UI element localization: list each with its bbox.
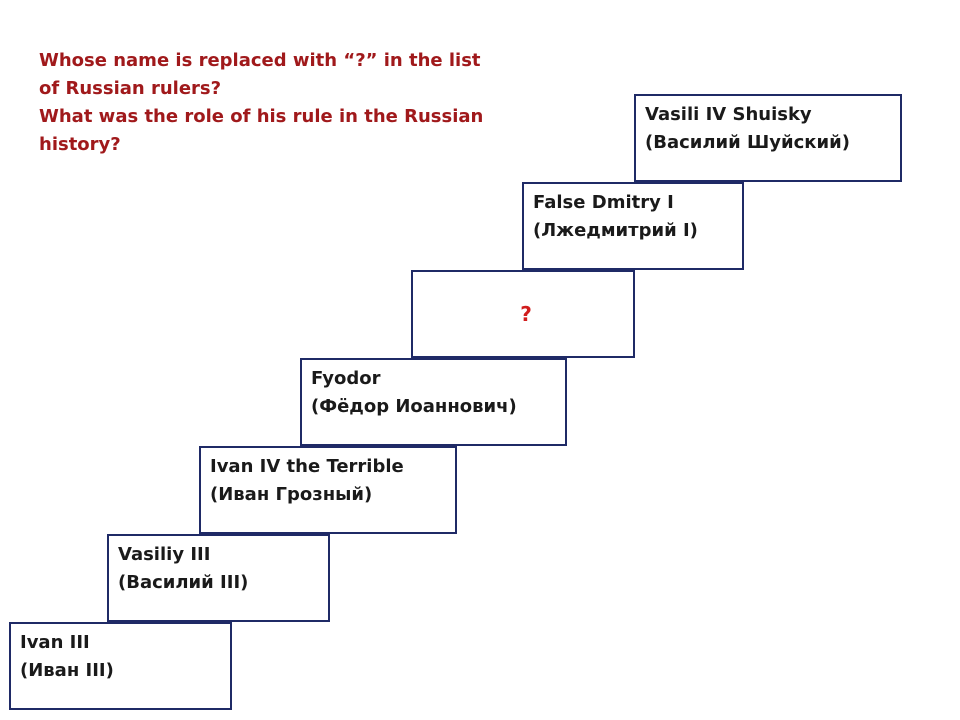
question-text: Whose name is replaced with “?” in the l… [39,47,599,159]
question-line: of Russian rulers? [39,78,222,99]
ruler-name: Ivan IV the Terrible [210,456,404,477]
ruler-native-name: (Фёдор Иоаннович) [311,396,517,417]
ruler-native-name: (Иван Грозный) [210,484,373,505]
ruler-step-vasiliy-iii: Vasiliy III (Василий III) [107,534,330,622]
unknown-ruler-mark: ? [520,302,532,326]
question-line: What was the role of his rule in the Rus… [39,106,484,127]
ruler-step-ivan-iv: Ivan IV the Terrible (Иван Грозный) [199,446,457,534]
ruler-step-vasili-shuisky: Vasili IV Shuisky (Василий Шуйский) [634,94,902,182]
ruler-native-name: (Иван III) [20,660,114,681]
ruler-step-unknown: ? [411,270,635,358]
question-line: history? [39,134,121,155]
ruler-step-false-dmitry: False Dmitry I (Лжедмитрий I) [522,182,744,270]
ruler-name: Ivan III [20,632,90,653]
ruler-step-ivan-iii: Ivan III (Иван III) [9,622,232,710]
ruler-native-name: (Василий Шуйский) [645,132,850,153]
question-line: Whose name is replaced with “?” in the l… [39,50,481,71]
ruler-native-name: (Лжедмитрий I) [533,220,698,241]
ruler-name: Fyodor [311,368,381,389]
ruler-name: Vasili IV Shuisky [645,104,812,125]
ruler-step-fyodor: Fyodor (Фёдор Иоаннович) [300,358,567,446]
ruler-native-name: (Василий III) [118,572,249,593]
ruler-name: Vasiliy III [118,544,211,565]
ruler-name: False Dmitry I [533,192,674,213]
